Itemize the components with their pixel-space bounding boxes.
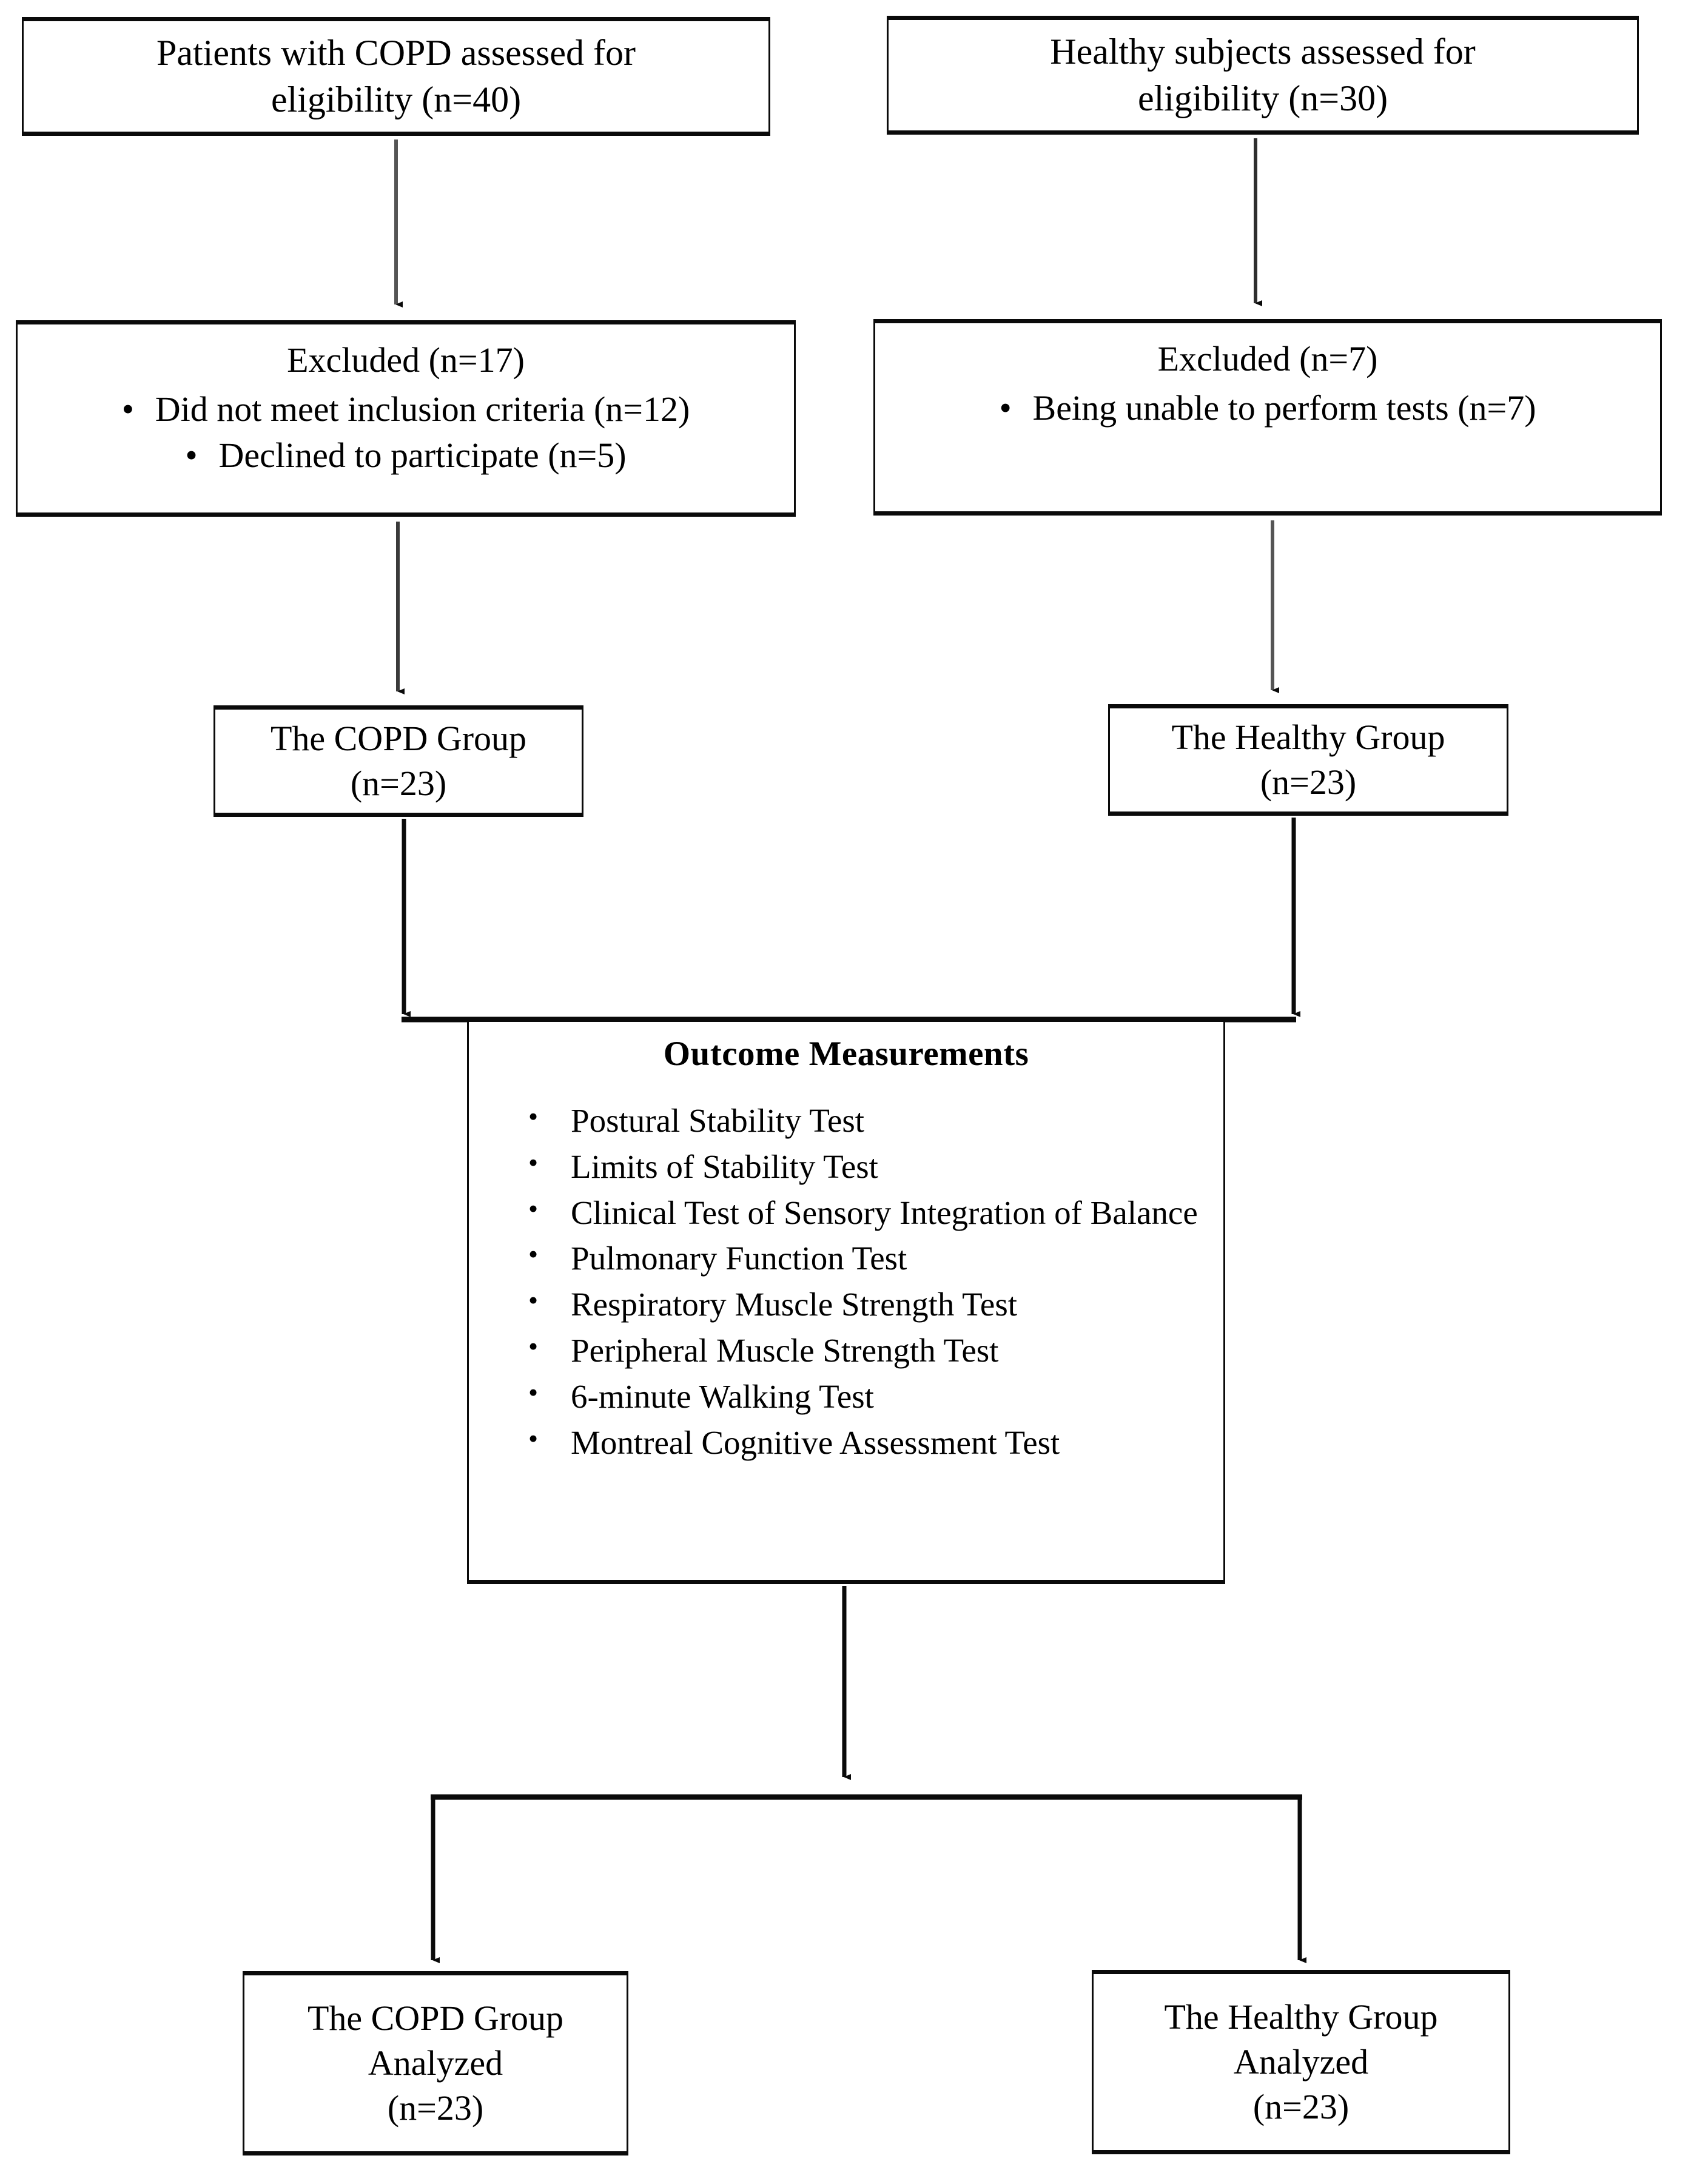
outcome-item-4: Pulmonary Function Test [571,1240,907,1277]
outcome-measurements-title: Outcome Measurements [663,1035,1029,1073]
excluded-copd-heading: Excluded (n=17) [287,340,525,380]
excluded-copd-reason-2: Declined to participate (n=5) [218,435,627,475]
list-item: • Peripheral Muscle Strength Test [525,1331,1223,1370]
list-item: • Montreal Cognitive Assessment Test [525,1423,1223,1462]
bullet-icon: • [528,1330,539,1362]
list-item: • Respiratory Muscle Strength Test [525,1285,1223,1324]
outcome-item-6: Peripheral Muscle Strength Test [571,1331,999,1369]
copd-assessed-line2: eligibility (n=40) [271,79,522,119]
analyzed-healthy-line3: (n=23) [1252,2087,1350,2127]
outcome-item-1: Postural Stability Test [571,1102,865,1139]
analyzed-copd-line2: Analyzed [368,2043,503,2083]
bullet-icon: • [999,388,1012,428]
bullet-icon: • [528,1422,539,1454]
healthy-assessed-line2: eligibility (n=30) [1137,78,1388,118]
bullet-icon: • [185,435,198,475]
bullet-icon: • [528,1192,539,1224]
analyzed-healthy-line2: Analyzed [1233,2041,1369,2082]
list-item: • Clinical Test of Sensory Integration of… [525,1192,1223,1232]
analyzed-healthy-line1: The Healthy Group [1164,1997,1438,2037]
node-outcome-measurements: Outcome Measurements • Postural Stability… [467,1018,1225,1584]
node-healthy-assessed: Healthy subjects assessed for eligibilit… [887,16,1639,135]
node-excluded-copd: Excluded (n=17) • Did not meet inclusion … [16,320,796,517]
node-group-copd: The COPD Group (n=23) [213,705,583,817]
outcome-item-2: Limits of Stability Test [571,1147,878,1185]
list-item: • Postural Stability Test [525,1101,1223,1140]
bullet-icon: • [121,389,134,429]
outcome-item-3: Clinical Test of Sensory Integration of … [571,1194,1198,1231]
list-item: • Did not meet inclusion criteria (n=12) [18,386,794,432]
group-healthy-line1: The Healthy Group [1171,717,1445,757]
node-analyzed-copd: The COPD Group Analyzed (n=23) [243,1971,628,2155]
bullet-icon: • [528,1101,539,1132]
analyzed-copd-line1: The COPD Group [307,1998,564,2038]
bullet-icon: • [528,1285,539,1316]
healthy-assessed-line1: Healthy subjects assessed for [1050,32,1476,72]
excluded-healthy-reason-1: Being unable to perform tests (n=7) [1032,388,1536,428]
node-copd-assessed: Patients with COPD assessed for eligibil… [22,17,770,136]
outcome-item-5: Respiratory Muscle Strength Test [571,1286,1018,1323]
outcome-measurements-list: • Postural Stability Test • Limits of Stab… [469,1101,1223,1469]
list-item: • 6-minute Walking Test [525,1377,1223,1416]
excluded-copd-reason-1: Did not meet inclusion criteria (n=12) [155,389,690,429]
group-healthy-line2: (n=23) [1260,762,1357,802]
group-copd-line1: The COPD Group [270,718,527,758]
outcome-item-7: 6-minute Walking Test [571,1377,874,1415]
node-analyzed-healthy: The Healthy Group Analyzed (n=23) [1092,1970,1510,2154]
bullet-icon: • [528,1238,539,1270]
list-item: • Pulmonary Function Test [525,1238,1223,1278]
bullet-icon: • [528,1146,539,1178]
list-item: • Limits of Stability Test [525,1147,1223,1186]
node-excluded-healthy: Excluded (n=7) • Being unable to perform … [873,319,1662,516]
excluded-copd-reason-list: •Did not meet inclusion criteria (n=12) … [18,386,794,478]
copd-assessed-line1: Patients with COPD assessed for [156,33,636,73]
group-copd-line2: (n=23) [350,764,447,803]
excluded-healthy-heading: Excluded (n=7) [1157,339,1378,378]
bullet-icon: • [528,1376,539,1408]
list-item: • Being unable to perform tests (n=7) [875,385,1660,431]
analyzed-copd-line3: (n=23) [387,2088,484,2128]
list-item: • Declined to participate (n=5) [18,432,794,478]
node-group-healthy: The Healthy Group (n=23) [1108,704,1508,816]
excluded-healthy-reason-list: • Being unable to perform tests (n=7) [875,385,1660,431]
outcome-item-8: Montreal Cognitive Assessment Test [571,1423,1060,1461]
